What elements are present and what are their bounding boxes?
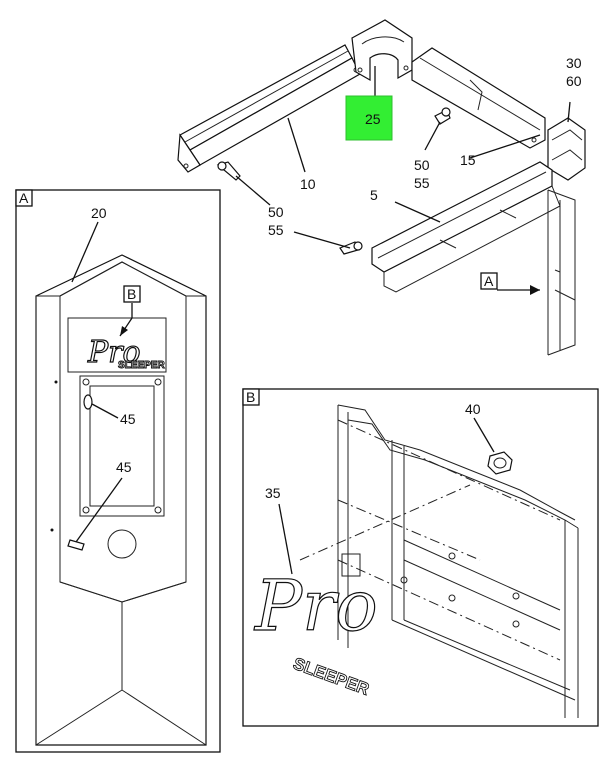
trim-rail-5 <box>371 161 561 293</box>
callout-60: 60 <box>566 73 582 89</box>
trim-rail-10 <box>177 44 361 173</box>
screw-50-55-upper <box>216 161 241 181</box>
round-cutout <box>107 529 137 559</box>
screw-50-55-right <box>434 107 451 125</box>
view-b-tag-label: B <box>246 389 255 405</box>
view-a-tag-label: A <box>19 190 29 206</box>
callout-50-left: 50 <box>268 204 284 220</box>
view-b-tag <box>242 388 260 406</box>
logo-script: Pro <box>87 335 141 370</box>
corner-piece-25 <box>351 19 413 82</box>
logo-plate <box>67 317 167 373</box>
logo-word: SLEEPER <box>118 360 165 371</box>
view-a-tag <box>15 189 33 207</box>
callout-20: 20 <box>91 205 107 221</box>
callout-55-left: 55 <box>268 222 284 238</box>
view-b-frame <box>242 388 599 727</box>
emblem-script: Pro <box>253 565 378 647</box>
highlight-box-25 <box>345 95 393 141</box>
view-ref-a <box>480 272 498 290</box>
screw-50-55-lower <box>339 241 363 255</box>
detail-view-b: B Pro SLEEPER 40 35 <box>242 388 599 727</box>
side-panel <box>547 189 576 356</box>
callout-35: 35 <box>265 485 281 501</box>
view-ref-a-label: A <box>484 273 494 289</box>
callout-40: 40 <box>465 401 481 417</box>
trim-rail-15 <box>411 47 546 149</box>
callout-30: 30 <box>566 55 582 71</box>
callout-15: 15 <box>460 152 476 168</box>
main-assembly: 25 10 15 30 60 50 55 50 55 5 A <box>177 19 586 356</box>
callout-55-right: 55 <box>414 175 430 191</box>
view-ref-b <box>123 285 141 303</box>
access-panel-opening <box>89 385 155 507</box>
detail-view-a: A Pro SLEEPER B <box>15 189 221 753</box>
callout-45-lower: 45 <box>116 459 132 475</box>
callout-5: 5 <box>370 187 378 203</box>
view-ref-b-label: B <box>127 286 136 302</box>
callout-25: 25 <box>365 111 381 127</box>
callout-45-upper: 45 <box>120 411 136 427</box>
end-cap-30-60 <box>547 117 586 181</box>
nut-40 <box>487 451 513 475</box>
access-panel-frame <box>79 375 165 517</box>
callout-50-right: 50 <box>414 157 430 173</box>
callout-10: 10 <box>300 176 316 192</box>
